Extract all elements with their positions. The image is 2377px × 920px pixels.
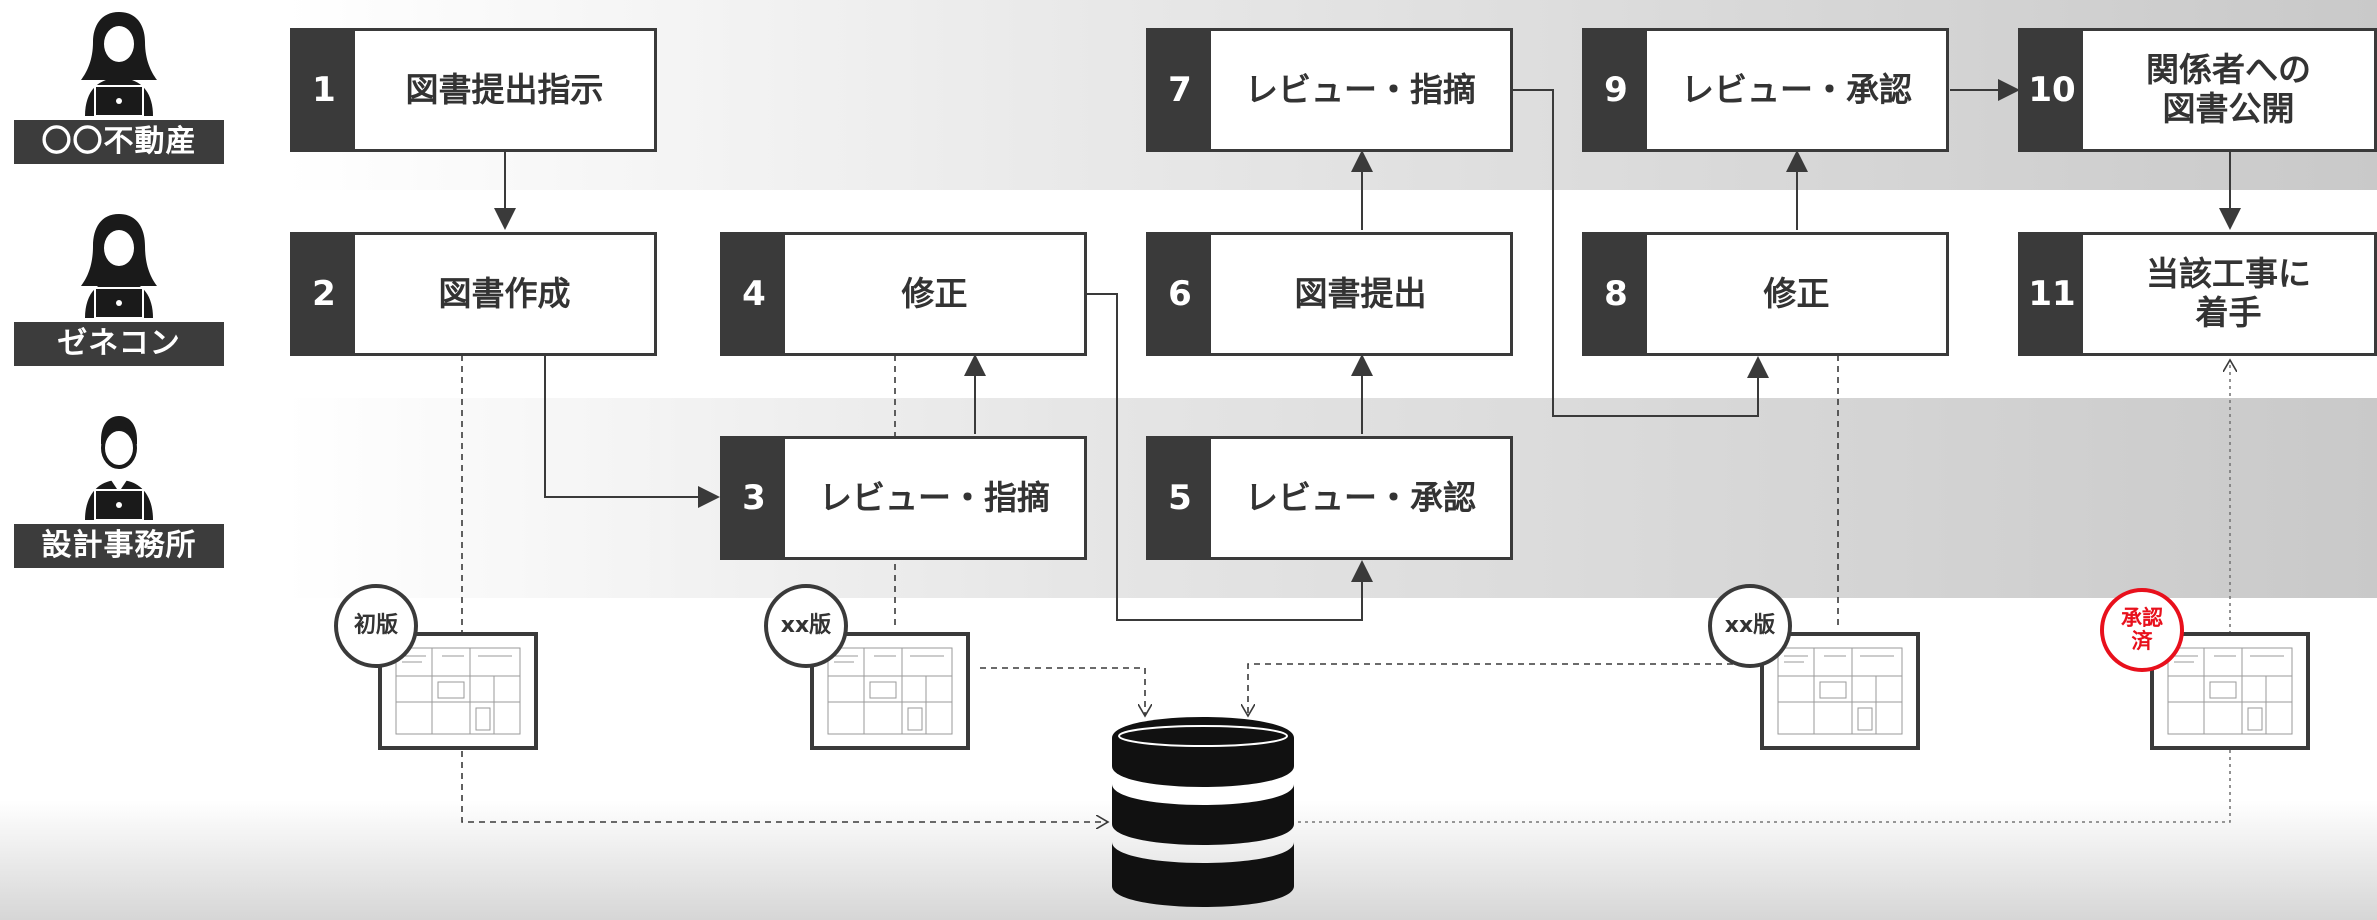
- actor-designer: 設計事務所: [14, 410, 224, 568]
- actor-contractor: ゼネコン: [14, 208, 224, 366]
- floor-plan-drawing-icon: [2167, 647, 2293, 735]
- step-number: 5: [1149, 439, 1211, 557]
- female-laptop-user-icon: [81, 214, 157, 318]
- document-thumbnail-first[interactable]: [378, 632, 538, 750]
- dashed-link-2-db: [461, 355, 1108, 822]
- male-laptop-user-icon: [85, 416, 153, 520]
- dotted-link-db-11: [1298, 360, 2230, 823]
- step-number: 1: [293, 31, 355, 149]
- step-10[interactable]: 10 関係者への 図書公開: [2018, 28, 2377, 152]
- step-9[interactable]: 9 レビュー・承認: [1582, 28, 1949, 152]
- step-3[interactable]: 3 レビュー・指摘: [720, 436, 1087, 560]
- step-label: レビュー・承認: [1245, 477, 1476, 517]
- document-thumbnail-xx-b[interactable]: [1760, 632, 1920, 750]
- step-number: 10: [2021, 31, 2083, 149]
- dashed-link-doc3-db: [1248, 663, 1843, 716]
- step-number: 3: [723, 439, 785, 557]
- step-label: 図書作成: [438, 273, 571, 313]
- version-badge-xx-b: xx版: [1708, 584, 1792, 668]
- step-7[interactable]: 7 レビュー・指摘: [1146, 28, 1513, 152]
- step-8[interactable]: 8 修正: [1582, 232, 1949, 356]
- step-4[interactable]: 4 修正: [720, 232, 1087, 356]
- step-label: 関係者への 図書公開: [2146, 50, 2311, 128]
- version-badge-first: 初版: [334, 584, 418, 668]
- step-5[interactable]: 5 レビュー・承認: [1146, 436, 1513, 560]
- floor-plan-drawing-icon: [827, 647, 953, 735]
- step-label: レビュー・指摘: [819, 477, 1050, 517]
- actor-owner: 〇〇不動産: [14, 6, 224, 164]
- step-1[interactable]: 1 図書提出指示: [290, 28, 657, 152]
- arrow-7-to-8: [1513, 89, 1769, 417]
- step-label: 図書提出: [1294, 273, 1427, 313]
- step-number: 9: [1585, 31, 1647, 149]
- arrow-4-to-5: [1087, 293, 1373, 621]
- floor-plan-drawing-icon: [1777, 647, 1903, 735]
- step-label: 修正: [901, 273, 968, 313]
- step-number: 7: [1149, 31, 1211, 149]
- step-number: 2: [293, 235, 355, 353]
- actor-label-contractor: ゼネコン: [14, 322, 224, 366]
- version-badge-xx-a: xx版: [764, 584, 848, 668]
- database-icon: [1112, 717, 1294, 907]
- female-laptop-user-icon: [81, 12, 157, 116]
- step-2[interactable]: 2 図書作成: [290, 232, 657, 356]
- step-label: 修正: [1763, 273, 1830, 313]
- actor-label-designer: 設計事務所: [14, 524, 224, 568]
- step-6[interactable]: 6 図書提出: [1146, 232, 1513, 356]
- step-number: 8: [1585, 235, 1647, 353]
- approved-stamp: 承認 済: [2100, 588, 2184, 672]
- actor-label-owner: 〇〇不動産: [14, 120, 224, 164]
- floor-plan-drawing-icon: [395, 647, 521, 735]
- step-label: 図書提出指示: [405, 69, 604, 109]
- step-label: 当該工事に 着手: [2146, 254, 2311, 332]
- dashed-link-doc2-db: [980, 667, 1145, 716]
- step-11[interactable]: 11 当該工事に 着手: [2018, 232, 2377, 356]
- step-number: 11: [2021, 235, 2083, 353]
- step-label: レビュー・指摘: [1245, 69, 1476, 109]
- step-number: 6: [1149, 235, 1211, 353]
- step-label: レビュー・承認: [1681, 69, 1912, 109]
- step-number: 4: [723, 235, 785, 353]
- arrow-2-to-3: [544, 355, 720, 508]
